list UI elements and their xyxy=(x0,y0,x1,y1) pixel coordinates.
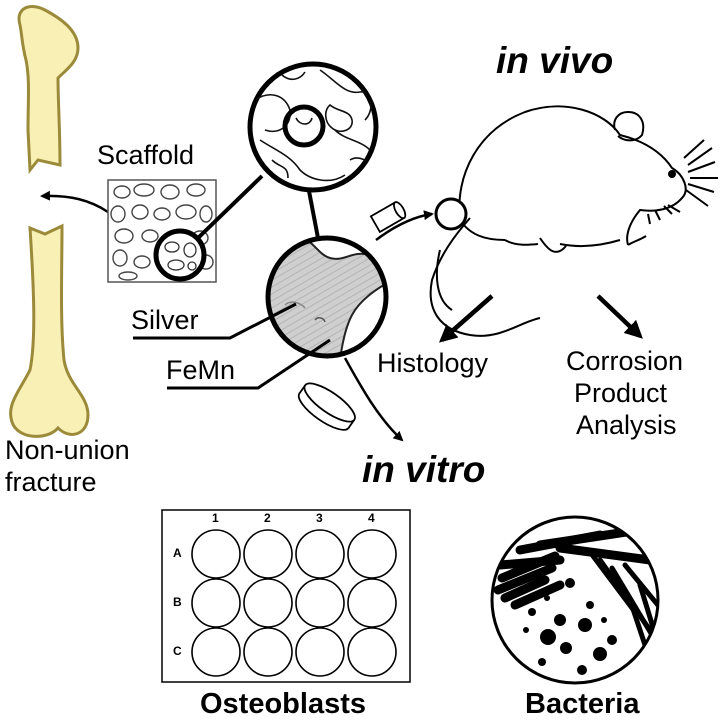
corrosion-label-line-2: Product xyxy=(574,378,668,408)
scaffold-block xyxy=(107,179,217,283)
femn-label: FeMn xyxy=(166,355,236,385)
corrosion-label-line-3: Analysis xyxy=(576,410,677,440)
silver-pointer xyxy=(133,302,297,340)
well-col-3: 3 xyxy=(316,511,323,525)
well-col-4: 4 xyxy=(368,511,375,525)
bacteria-label: Bacteria xyxy=(525,688,640,720)
well-row-c: C xyxy=(173,644,182,658)
implant-site-circle xyxy=(434,197,468,231)
connector-scaffold-zoom xyxy=(196,174,264,240)
arrow-to-corrosion xyxy=(596,294,643,339)
mouse-illustration xyxy=(429,105,718,337)
well-plate xyxy=(161,509,411,683)
arrow-scaffold-to-fracture xyxy=(40,190,109,214)
arrow-sem-to-mouse xyxy=(375,210,434,242)
corrosion-label-line-1: Corrosion xyxy=(566,346,684,376)
silver-label: Silver xyxy=(131,305,199,335)
implant-cylinder-invivo xyxy=(369,201,407,234)
scaffold-magnify-circle xyxy=(153,228,207,282)
implant-disc-invitro xyxy=(297,382,356,431)
well-row-a: A xyxy=(173,546,182,560)
scaffold-label: Scaffold xyxy=(97,140,195,170)
pore-magnify-circle xyxy=(282,104,326,148)
fracture-label-line-2: fracture xyxy=(5,467,97,497)
femur-upper-bone xyxy=(17,5,80,175)
in-vitro-heading: in vitro xyxy=(362,449,486,490)
sem-micrograph xyxy=(265,235,389,359)
well-col-1: 1 xyxy=(212,511,219,525)
osteoblasts-label: Osteoblasts xyxy=(200,688,366,720)
well-col-2: 2 xyxy=(264,511,271,525)
histology-label: Histology xyxy=(377,348,489,378)
pore-structure-zoom xyxy=(247,61,379,193)
femur-lower-bone xyxy=(9,223,90,438)
arrow-sem-to-invitro xyxy=(343,357,404,442)
femn-pointer xyxy=(167,338,331,390)
bacteria-dish xyxy=(490,515,660,685)
well-row-b: B xyxy=(173,595,182,609)
arrow-to-histology xyxy=(438,294,494,343)
fracture-label-line-1: Non-union xyxy=(5,435,130,465)
in-vivo-heading: in vivo xyxy=(496,40,614,81)
